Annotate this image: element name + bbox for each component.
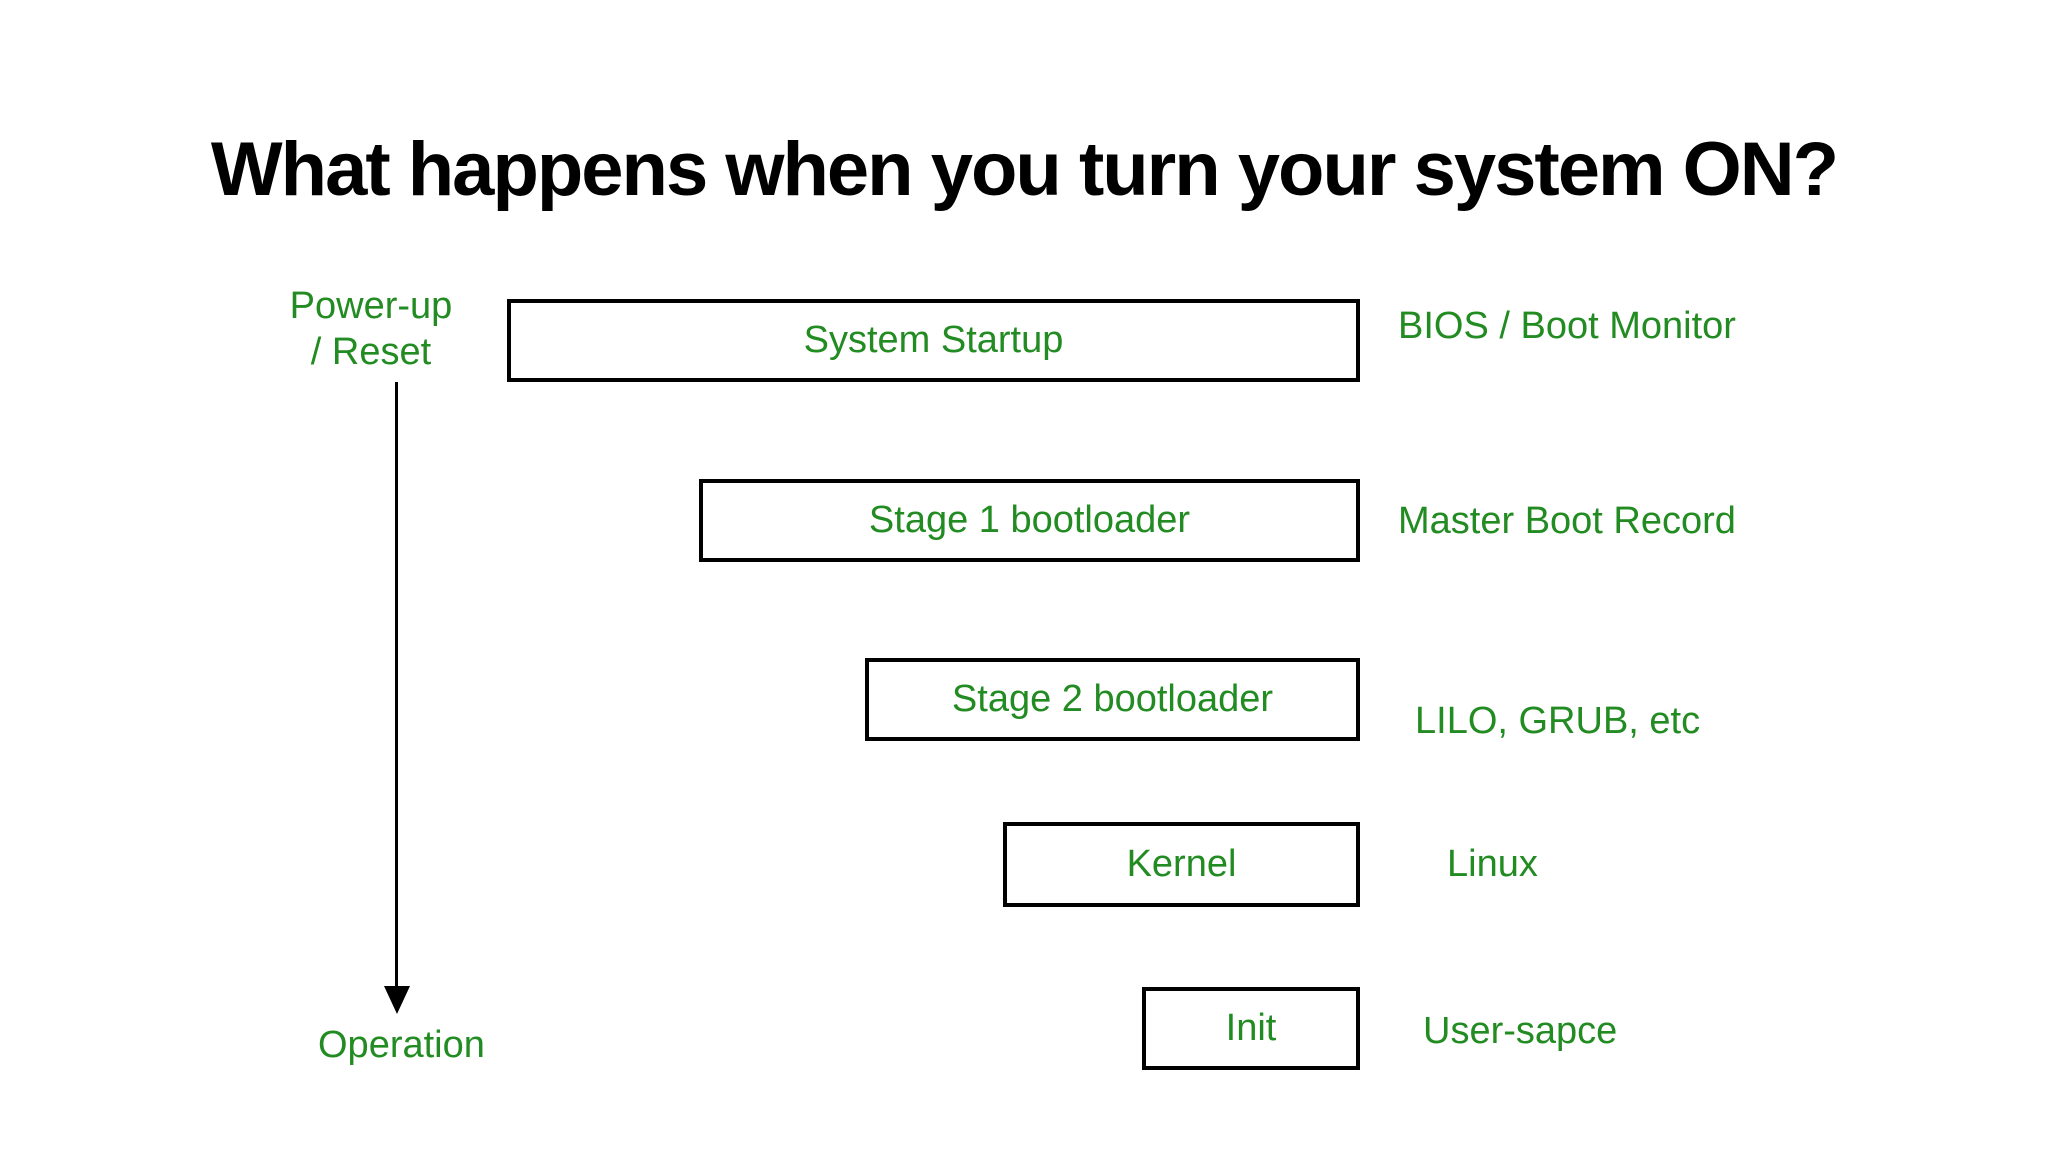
annotation-master-boot-record: Master Boot Record — [1398, 500, 1736, 542]
flow-box-system-startup: System Startup — [507, 299, 1360, 382]
timeline-end-label: Operation — [318, 1024, 485, 1066]
page-title: What happens when you turn your system O… — [210, 127, 1839, 212]
down-arrow-line — [395, 382, 398, 988]
timeline-start-label: Power-up / Reset — [261, 283, 481, 375]
down-arrow-head-icon — [384, 986, 410, 1014]
flow-box-stage2-bootloader: Stage 2 bootloader — [865, 658, 1360, 741]
annotation-bios-boot-monitor: BIOS / Boot Monitor — [1398, 305, 1736, 347]
flow-box-init: Init — [1142, 987, 1360, 1070]
annotation-lilo-grub: LILO, GRUB, etc — [1415, 700, 1701, 742]
timeline-start-label-line1: Power-up — [289, 285, 453, 327]
flow-box-kernel: Kernel — [1003, 822, 1360, 907]
timeline-start-label-line2: / Reset — [310, 331, 432, 373]
flow-box-stage1-bootloader: Stage 1 bootloader — [699, 479, 1360, 562]
annotation-linux: Linux — [1447, 843, 1538, 885]
annotation-user-space: User-sapce — [1423, 1010, 1618, 1052]
